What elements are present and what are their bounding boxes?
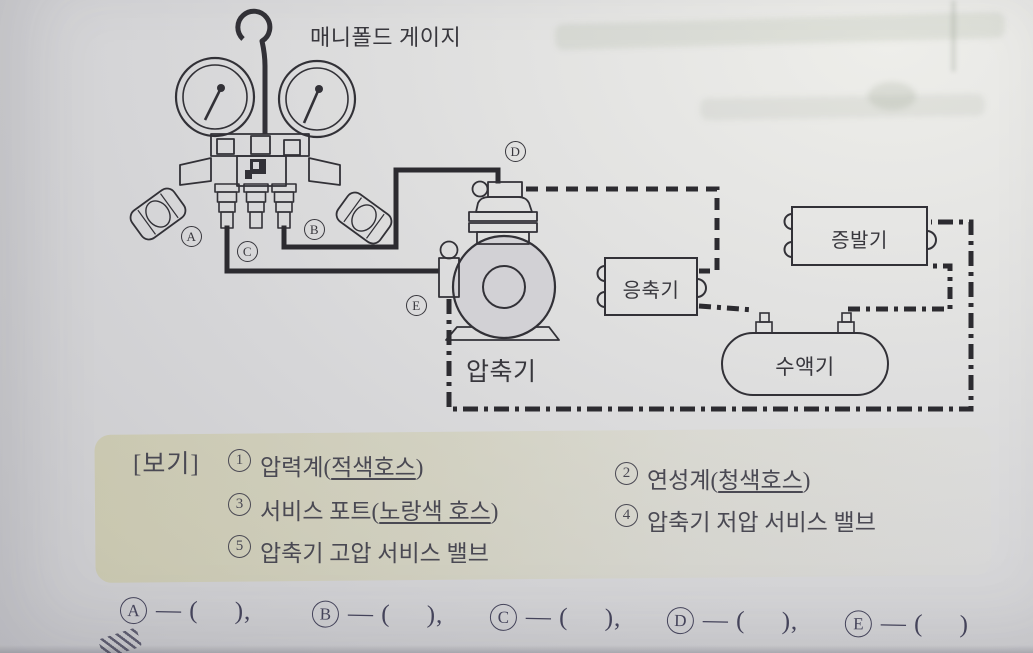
option-1: 1 압력계(적색호스) (228, 448, 423, 482)
option-5: 5 압축기 고압 서비스 밸브 (228, 534, 489, 568)
option-3: 3 서비스 포트(노랑색 호스) (228, 492, 498, 526)
point-label-c: C (237, 241, 258, 262)
page-edge-shadow (0, 645, 1033, 653)
option-5-number: 5 (228, 535, 251, 558)
point-label-d: D (505, 141, 526, 162)
option-5-text: 압축기 고압 서비스 밸브 (260, 541, 489, 566)
condenser-to-receiver-line (698, 303, 755, 313)
right-hand-wheel (335, 191, 393, 245)
high-pressure-gauge (277, 59, 357, 139)
receiver-label: 수액기 (775, 355, 835, 379)
hose-a-line (224, 225, 440, 274)
option-4: 4 압축기 저압 서비스 밸브 (615, 503, 876, 537)
manifold-gauge-label: 매니폴드 게이지 (310, 25, 462, 50)
suction-service-valve (438, 240, 460, 298)
hose-b-line (281, 167, 501, 250)
point-label-a: A (181, 226, 202, 247)
manifold-body (179, 133, 341, 187)
option-2-text: 연성계(청색호스) (647, 468, 811, 493)
option-4-number: 4 (615, 504, 638, 527)
option-4-text: 압축기 저압 서비스 밸브 (647, 510, 876, 535)
point-label-b: B (304, 219, 325, 240)
receiver (721, 312, 889, 396)
option-1-number: 1 (228, 449, 251, 472)
evaporator (783, 206, 937, 266)
option-1-text: 압력계(적색호스) (260, 455, 424, 480)
condenser-label: 응축기 (622, 280, 680, 302)
manifold-gauge-set (129, 8, 393, 245)
condenser (596, 257, 707, 316)
left-hand-wheel (129, 187, 187, 241)
example-box-tag: [보기] (133, 451, 200, 478)
option-3-text: 서비스 포트(노랑색 호스) (260, 499, 499, 524)
suction-line (446, 219, 974, 412)
charging-hoses (224, 167, 501, 274)
evaporator-label: 증발기 (831, 230, 888, 252)
compressor (438, 180, 560, 341)
low-pressure-gauge (174, 56, 256, 138)
option-2-number: 2 (615, 462, 638, 485)
hanger-hook (235, 8, 273, 134)
compressor-label: 압축기 (466, 359, 537, 386)
refrigerant-lines (446, 186, 974, 412)
point-label-e: E (406, 295, 427, 316)
option-2: 2 연성계(청색호스) (615, 461, 810, 495)
hose-fittings (214, 183, 297, 229)
option-3-number: 3 (228, 493, 251, 516)
receiver-to-evaporator-line (848, 263, 953, 312)
discharge-line (526, 186, 720, 274)
